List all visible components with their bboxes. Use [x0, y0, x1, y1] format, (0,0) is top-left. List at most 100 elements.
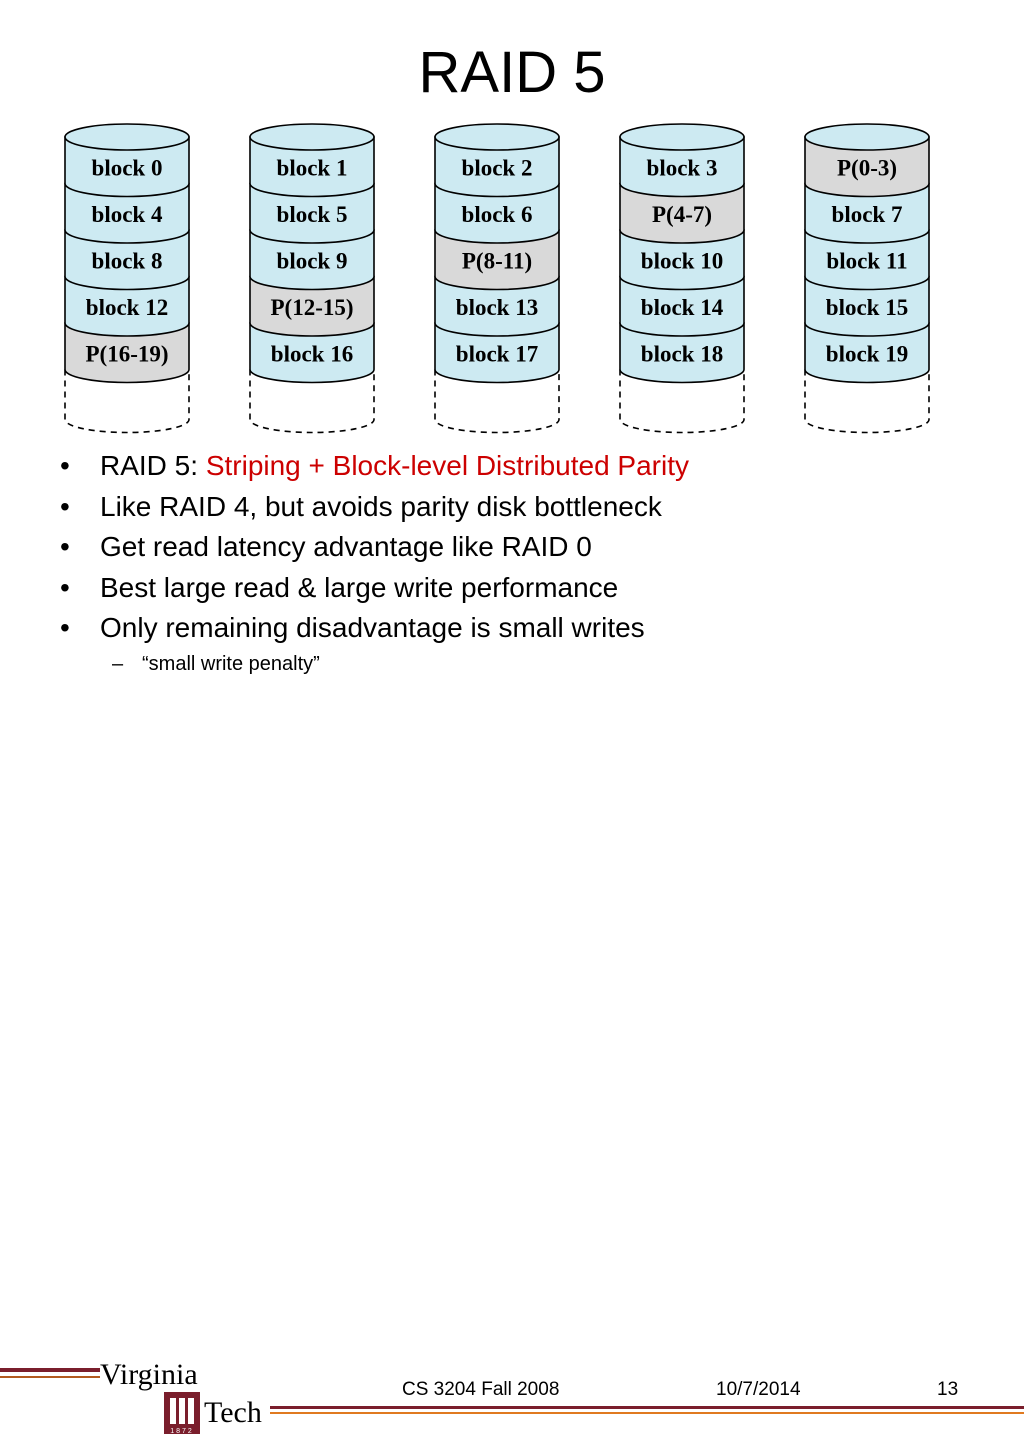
block-label: block 2: [462, 155, 533, 180]
footer-date: 10/7/2014: [716, 1379, 801, 1400]
data-block: [64, 136, 190, 198]
footer-page-number: 13: [937, 1379, 959, 1400]
virginia-tech-logo: Virginia 1872 Tech: [100, 1358, 262, 1435]
bullet-text: Only remaining disadvantage is small wri…: [100, 612, 645, 643]
footer-rule-left-accent: [0, 1376, 100, 1378]
bullet-item-3: • Get read latency advantage like RAID 0: [60, 527, 980, 568]
bullet-glyph: •: [60, 531, 70, 562]
disk-top-cap: [804, 123, 930, 151]
block-label: P(8-11): [462, 248, 532, 273]
data-block: [434, 275, 560, 337]
logo-year: 1872: [170, 1428, 194, 1435]
bullet-emphasis: Striping + Block-level Distributed Parit…: [205, 450, 690, 481]
data-block: [804, 275, 930, 337]
parity-block: [619, 182, 745, 244]
disk-top-cap: [619, 123, 745, 151]
data-block: [619, 322, 745, 384]
block-label: P(0-3): [837, 155, 897, 180]
block-label: block 1: [277, 155, 348, 180]
block-label: block 19: [826, 341, 908, 366]
block-label: P(4-7): [652, 202, 712, 227]
bullet-text: Best large read & large write performanc…: [100, 571, 619, 603]
disk-top-cap: [249, 123, 375, 151]
bullet-glyph: •: [60, 490, 70, 522]
block-label: P(16-19): [85, 341, 168, 366]
data-block: [249, 322, 375, 384]
block-label: block 9: [277, 248, 348, 273]
data-block: [64, 229, 190, 291]
bullet-item-2: • Like RAID 4, but avoids parity disk bo…: [60, 487, 980, 528]
data-block: [619, 136, 745, 198]
disk-3: block 2 block 6 P(8-11) block 13 block 17: [434, 123, 560, 434]
block-label: block 18: [641, 341, 723, 366]
data-block: [64, 182, 190, 244]
disk-top-cap: [434, 123, 560, 151]
block-label: block 6: [462, 202, 533, 227]
data-block: [619, 229, 745, 291]
disk-empty-space: [619, 369, 745, 434]
parity-block: [804, 136, 930, 198]
footer-rule-left: [0, 1368, 100, 1372]
bullet-glyph: •: [60, 450, 70, 481]
block-label: block 10: [641, 248, 723, 273]
disk-1: block 0 block 4 block 8 block 12 P(16-19): [64, 123, 190, 434]
data-block: [804, 229, 930, 291]
logo-word-tech: Tech: [204, 1396, 262, 1429]
block-label: block 12: [86, 295, 168, 320]
data-block: [249, 229, 375, 291]
block-label: block 13: [456, 295, 538, 320]
bullet-item-4: • Best large read & large write performa…: [60, 568, 980, 609]
sub-bullet: –“small write penalty”: [112, 651, 320, 677]
block-label: block 14: [641, 295, 724, 320]
parity-block: [434, 229, 560, 291]
data-block: [249, 136, 375, 198]
data-block: [804, 322, 930, 384]
block-label: block 0: [92, 155, 163, 180]
sub-bullet-text: “small write penalty”: [142, 653, 320, 675]
data-block: [434, 322, 560, 384]
block-label: P(12-15): [270, 295, 353, 320]
bullet-text: Get read latency advantage like RAID 0: [100, 531, 592, 562]
block-label: block 5: [277, 202, 348, 227]
bullet-glyph: •: [60, 612, 70, 643]
disk-2: block 1 block 5 block 9 P(12-15) block 16: [249, 123, 375, 434]
slide: RAID 5 block 0 block 4 block 8 block 12 P(16…: [0, 40, 1024, 1435]
block-label: block 11: [826, 248, 907, 273]
data-block: [249, 182, 375, 244]
bullet-text: RAID 5:: [100, 450, 206, 481]
bullet-text: Like RAID 4, but avoids parity disk bott…: [100, 490, 662, 522]
disk-empty-space: [804, 369, 930, 434]
block-label: block 4: [92, 202, 163, 227]
sub-bullet-glyph: –: [112, 653, 124, 675]
bullet-glyph: •: [60, 571, 70, 603]
block-label: block 3: [647, 155, 718, 180]
parity-block: [249, 275, 375, 337]
footer: Virginia 1872 Tech CS 3204 Fall 2008 10/…: [0, 676, 1024, 1435]
footer-rule-right: [270, 1406, 1024, 1409]
disk-empty-space: [64, 369, 190, 434]
logo-pylon-icon: 1872: [164, 1392, 200, 1435]
bullet-item-1: • RAID 5: Striping + Block-level Distrib…: [60, 446, 980, 487]
disk-top-cap: [64, 123, 190, 151]
block-label: block 15: [826, 295, 908, 320]
footer-rule-right-accent: [270, 1412, 1024, 1414]
disk-empty-space: [434, 369, 560, 434]
data-block: [434, 136, 560, 198]
disk-4: block 3 P(4-7) block 10 block 14 block 18: [619, 123, 745, 434]
data-block: [804, 182, 930, 244]
footer-course: CS 3204 Fall 2008: [402, 1379, 560, 1400]
data-block: [434, 182, 560, 244]
block-label: block 7: [832, 202, 903, 227]
block-label: block 17: [456, 341, 538, 366]
disk-empty-space: [249, 369, 375, 434]
parity-block: [64, 322, 190, 384]
block-label: block 16: [271, 341, 353, 366]
data-block: [619, 275, 745, 337]
bullet-item-5: • Only remaining disadvantage is small w…: [60, 608, 980, 649]
slide-title: RAID 5: [418, 40, 606, 105]
disk-5: P(0-3) block 7 block 11 block 15 block 19: [804, 123, 930, 434]
data-block: [64, 275, 190, 337]
logo-word-virginia: Virginia: [100, 1358, 198, 1391]
block-label: block 8: [92, 248, 163, 273]
